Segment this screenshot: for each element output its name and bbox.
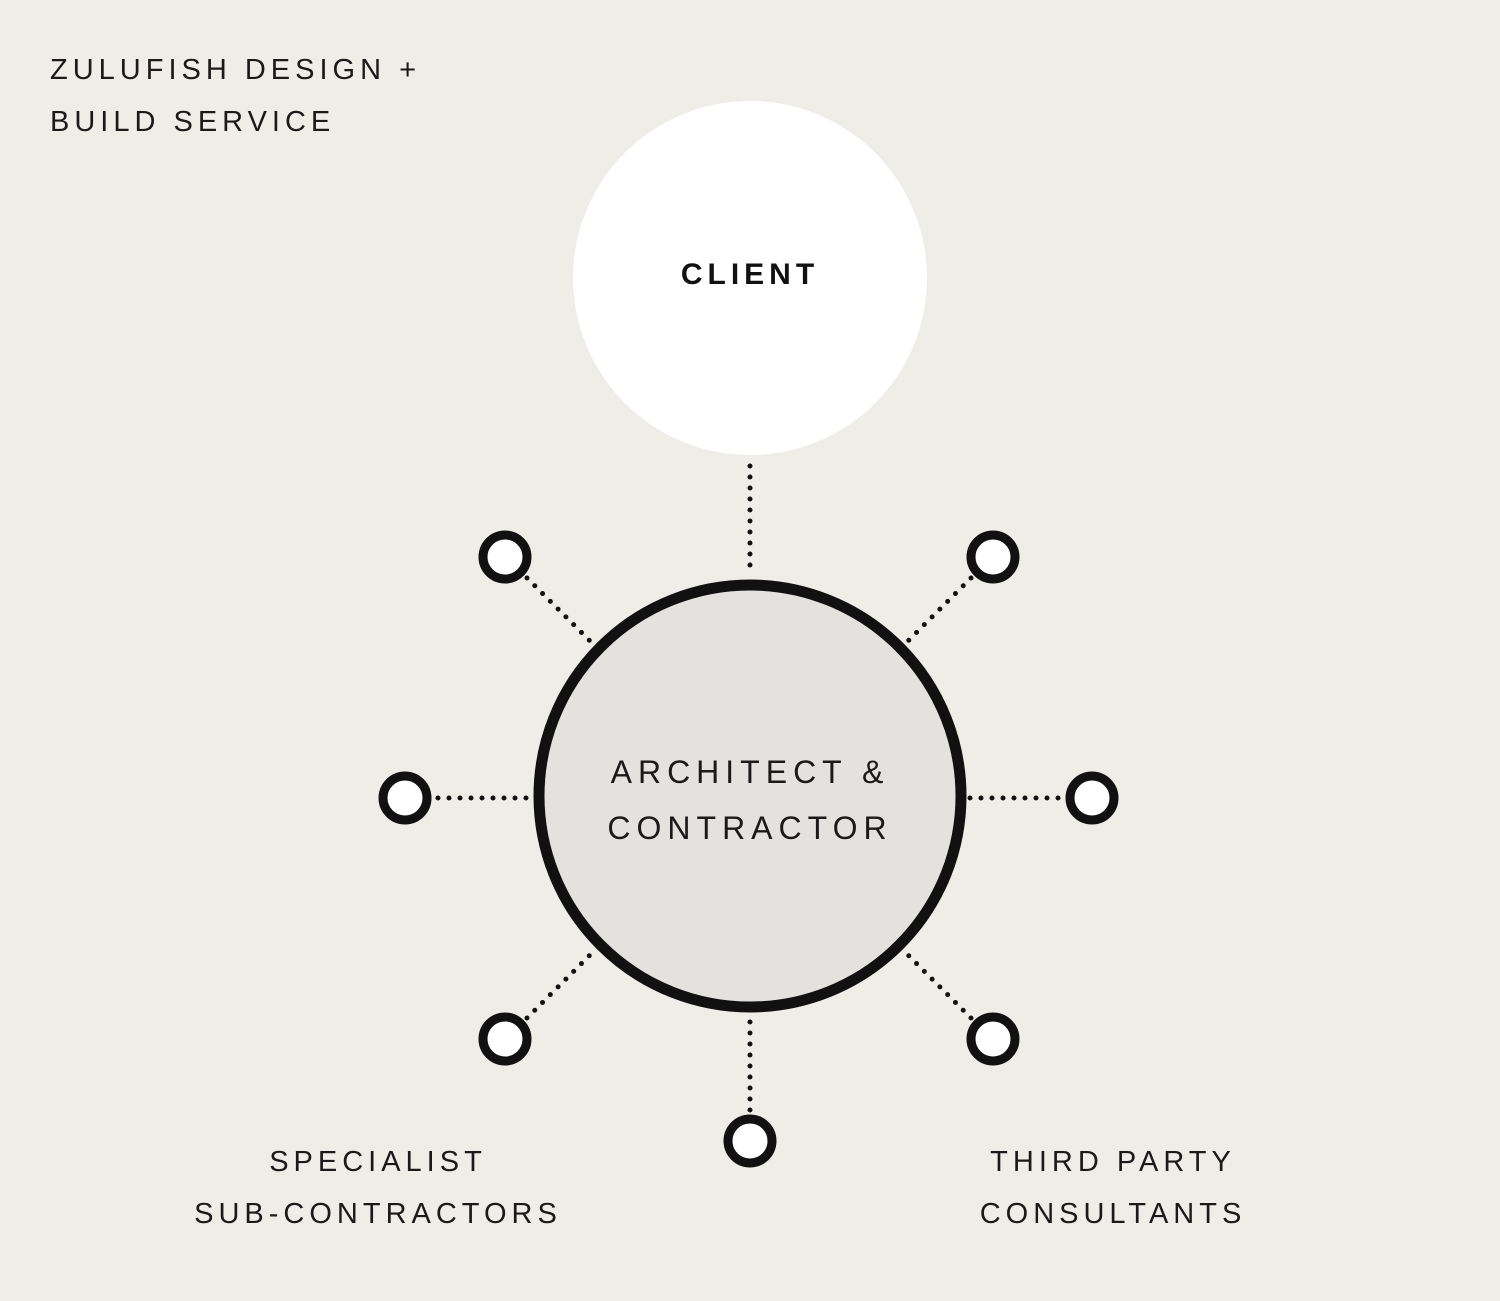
specialist-subcontractors-label: SPECIALIST SUB-CONTRACTORS — [148, 1136, 608, 1240]
page-title: ZULUFISH DESIGN + BUILD SERVICE — [50, 44, 421, 148]
connector-bottom-left — [524, 952, 593, 1021]
architect-contractor-node — [533, 579, 967, 1013]
satellite-node-bottom-left — [478, 1012, 532, 1066]
page-title-line-2: BUILD SERVICE — [50, 106, 336, 138]
satellite-node-top-right — [966, 530, 1020, 584]
connectors — [435, 463, 1065, 1115]
consultants-label-line-2: CONSULTANTS — [979, 1198, 1247, 1230]
satellite-nodes — [378, 530, 1119, 1168]
satellite-node-bottom-right — [966, 1012, 1020, 1066]
satellite-node-left — [378, 771, 432, 825]
satellite-node-right — [1065, 771, 1119, 825]
architect-contractor-label-line-1: ARCHITECT & — [610, 754, 890, 790]
architect-contractor-label-line-2: CONTRACTOR — [607, 810, 893, 846]
architect-contractor-label: ARCHITECT & CONTRACTOR — [560, 744, 940, 856]
satellite-node-top-left — [478, 530, 532, 584]
page-title-line-1: ZULUFISH DESIGN + — [50, 54, 422, 86]
connector-bottom-right — [905, 952, 974, 1021]
client-label: CLIENT — [680, 258, 820, 291]
specialist-label-line-2: SUB-CONTRACTORS — [194, 1198, 562, 1230]
satellite-node-bottom — [723, 1114, 777, 1168]
client-node — [573, 101, 927, 455]
connector-top-left — [524, 575, 593, 644]
third-party-consultants-label: THIRD PARTY CONSULTANTS — [883, 1136, 1343, 1240]
specialist-label-line-1: SPECIALIST — [269, 1146, 487, 1178]
consultants-label-line-1: THIRD PARTY — [990, 1146, 1236, 1178]
connector-top-right — [905, 575, 974, 644]
